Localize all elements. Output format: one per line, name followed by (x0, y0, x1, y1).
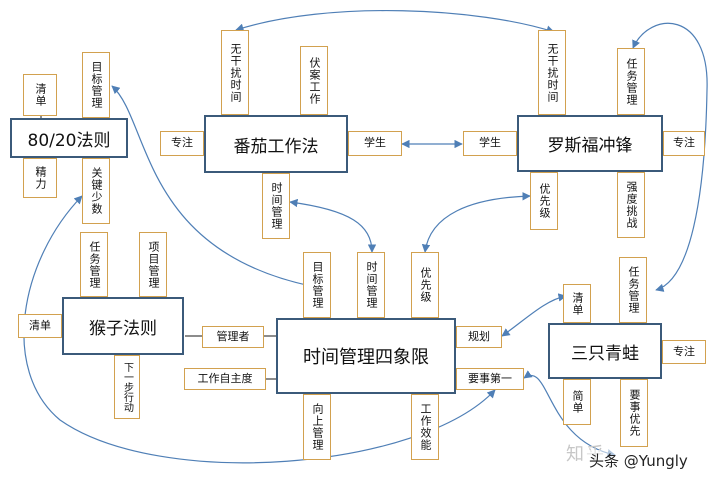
node-label: 番茄工作法 (233, 136, 319, 157)
node-80-20-rule[interactable]: 80/20法则 (10, 118, 128, 158)
node-three-frogs[interactable]: 三只青蛙 (548, 323, 662, 379)
tag-ros-zhuanzhu: 专注 (663, 131, 705, 156)
link-monkey-to-quadrant (23, 195, 496, 464)
tag-quad-shijian: 时间管理 (357, 252, 385, 318)
tag-80-qingdan: 清单 (23, 74, 57, 116)
tag-frog-yaoshi: 要事优先 (620, 379, 648, 447)
tag-pomo-shijian: 时间管理 (262, 173, 290, 239)
tag-80-mubiao: 目标管理 (82, 52, 110, 118)
tag-80-jingli: 精力 (23, 158, 57, 198)
tag-pomo-fuan: 伏案工作 (300, 46, 328, 115)
tag-quad-guihua: 规划 (456, 326, 502, 348)
link-guihua-to-frogs (501, 293, 567, 337)
watermark-author: 头条 @Yungly (587, 450, 690, 471)
tag-monkey-xiangmu: 项目管理 (139, 232, 167, 297)
tag-frog-qingdan: 清单 (563, 284, 591, 323)
tag-quad-xiangshang: 向上管理 (303, 394, 331, 460)
tag-quad-youxian: 优先级 (411, 252, 439, 318)
tag-ros-xuesheng: 学生 (463, 131, 517, 156)
node-label: 罗斯福冲锋 (547, 136, 633, 156)
tag-monkey-renwu: 任务管理 (80, 232, 108, 297)
tag-ros-wuganrao: 无干扰时间 (538, 30, 566, 115)
tag-ros-renwu: 任务管理 (617, 48, 645, 115)
node-label: 时间管理四象限 (303, 347, 429, 368)
tag-pomo-zhuanzhu: 专注 (160, 131, 204, 156)
node-monkey-rule[interactable]: 猴子法则 (62, 297, 184, 355)
tag-80-guanjian: 关键少数 (82, 158, 110, 224)
link-rosfeld-to-frogs (632, 22, 708, 292)
link-yaoshi-to-frogs (523, 370, 616, 458)
tag-frog-jiandan: 简单 (563, 379, 591, 425)
node-label: 猴子法则 (89, 318, 157, 339)
node-rosfeld-charge[interactable]: 罗斯福冲锋 (517, 115, 663, 172)
link-rosfeld-to-quadrant (421, 192, 531, 253)
tag-quad-xiaoneng: 工作效能 (411, 394, 439, 460)
link-pomodoro-to-quadrant (289, 198, 377, 253)
node-time-quadrant[interactable]: 时间管理四象限 (276, 318, 456, 394)
tag-quad-zizhudu: 工作自主度 (184, 368, 266, 390)
node-pomodoro[interactable]: 番茄工作法 (204, 115, 348, 173)
tag-ros-youxian: 优先级 (530, 172, 558, 230)
node-label: 三只青蛙 (571, 343, 639, 364)
node-label: 80/20法则 (27, 130, 111, 151)
tag-pomo-xuesheng: 学生 (348, 131, 402, 156)
tag-pomo-wuganrao: 无干扰时间 (221, 30, 249, 115)
tag-quad-guanlizhe: 管理者 (202, 326, 264, 348)
tag-quad-mubiao: 目标管理 (303, 252, 331, 318)
tag-frog-zhuanzhu: 专注 (662, 340, 706, 364)
tag-quad-yaoshi: 要事第一 (456, 368, 524, 390)
tag-monkey-xiabu: 下一步行动 (114, 355, 140, 419)
tag-ros-qiangdu: 强度挑战 (617, 172, 645, 238)
tag-monkey-qingdan: 清单 (18, 314, 62, 338)
tag-frog-renwu: 任务管理 (619, 257, 647, 323)
link-pomodoro-to-rosfeld (235, 10, 555, 34)
